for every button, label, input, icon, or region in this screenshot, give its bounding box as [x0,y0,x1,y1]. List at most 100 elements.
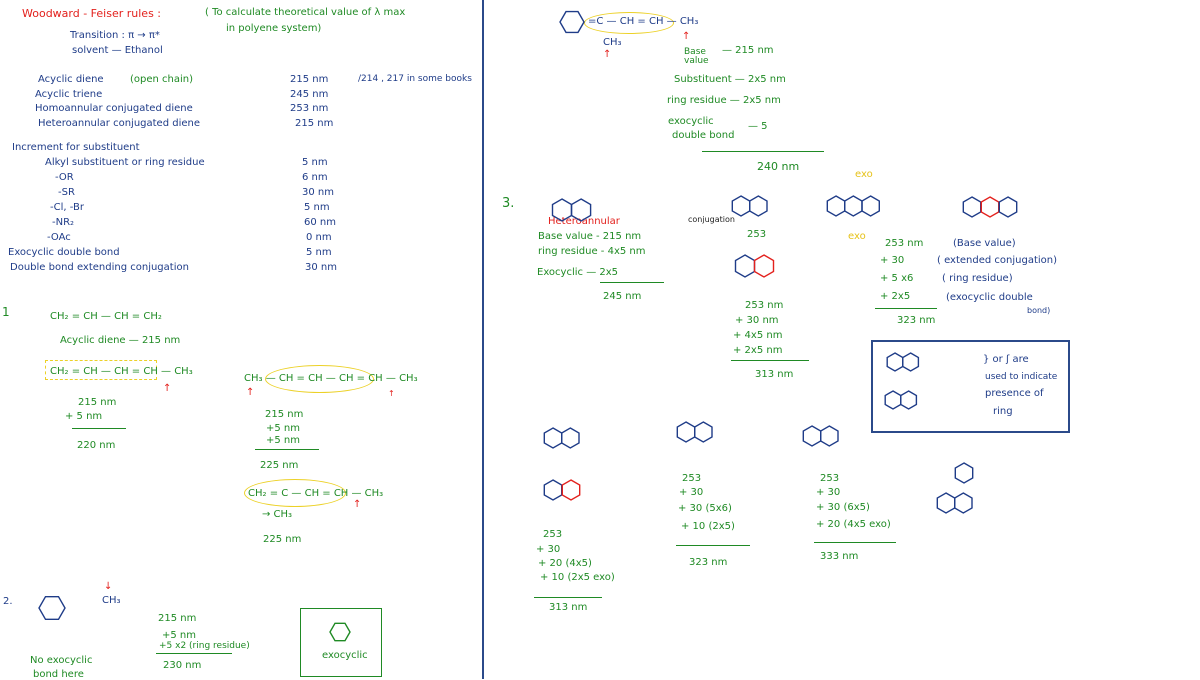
increment-label: -SR [58,187,75,198]
ring-shape [543,479,563,501]
calc-total: 240 nm [757,160,800,173]
calc-line: 215 nm [158,613,197,624]
calc-line: 215 nm [265,409,304,420]
ring-shape [734,254,756,278]
formula: =C — CH = CH — CH₃ [588,16,699,27]
highlight-ellipse [265,365,374,393]
formula: CH₃ [102,595,121,606]
increment-value: 5 nm [304,202,330,213]
example-number: 3. [502,196,515,211]
calc-line: + 20 (4x5 exo) [816,519,891,530]
calc-line: + 4x5 nm [733,330,783,341]
increment-value: 6 nm [302,172,328,183]
solvent-text: solvent — Ethanol [72,45,163,56]
increment-label: -NR₂ [52,217,75,228]
highlight-box [45,360,157,380]
formula-branch: CH₃ [603,37,622,48]
highlight-ellipse [244,479,346,507]
base-value: 253 nm [290,103,329,114]
ring-shape [954,492,973,514]
sum-line [875,308,937,309]
purpose-note-2: in polyene system) [226,23,322,34]
calc-total: 220 nm [77,440,116,451]
ring-shape [962,196,982,218]
ring-shape [543,427,563,449]
sum-line [534,597,602,598]
ring-shape [936,492,956,514]
exo-label: exo [855,169,873,180]
calc-line: 253 [820,473,840,484]
ring-shape [954,462,974,484]
ring-shape [561,427,580,449]
calc-value: — 5 [748,121,768,132]
base-note: /214 , 217 in some books [358,74,472,84]
legend-box [871,340,1070,433]
increment-label: Exocyclic double bond [8,247,120,258]
legend-text: used to indicate [985,372,1058,382]
calc-line: + 30 [880,255,905,266]
example-number: 1 [2,305,10,319]
calc-line: ring residue - 4x5 nm [538,246,646,257]
arrow-up-icon: ↑ [246,387,255,398]
calc-total: 333 nm [820,551,859,562]
base-label: Homoannular conjugated diene [35,103,193,114]
calc-total: 245 nm [603,291,642,302]
box-label: exocyclic [322,650,368,661]
increment-value: 5 nm [306,247,332,258]
calc-line: 253 [543,529,563,540]
increment-label: Double bond extending conjugation [10,262,189,273]
base-value: 215 nm [295,118,334,129]
calc-line: + 30 [816,487,841,498]
calc-line: + 20 (4x5) [538,558,592,569]
formula-branch: → CH₃ [262,509,293,520]
ring-shape [802,425,822,447]
ring-shape [980,196,1000,218]
exo-label: exo [848,231,866,242]
calc-line: + 10 (2x5 exo) [540,572,615,583]
increment-value: 5 nm [302,157,328,168]
ring-shape [844,195,863,217]
annotation: conjugation [688,215,735,224]
calc-line: Substituent — 2x5 nm [674,74,786,85]
base-value: 215 nm [290,74,329,85]
ring-shape [676,421,696,443]
calc-line: + 5 x6 [880,273,914,284]
calc-line: 215 nm [78,397,117,408]
arrow-up-icon: ↑ [163,383,172,394]
calc-line: 253 nm [885,238,924,249]
calc-line: ring residue — 2x5 nm [667,95,781,106]
ring-shape [998,196,1018,218]
sum-line [600,282,664,283]
calc-line: 253 nm [745,300,784,311]
example-number: 2. [3,596,13,607]
calc-total: 313 nm [549,602,588,613]
calc-line: + 30 [536,544,561,555]
calc-line: Base value - 215 nm [538,231,642,242]
formula: CH₂ = CH — CH = CH₂ [50,311,162,322]
arrow-up-icon: ↑ [353,499,362,510]
ring-shape [749,195,768,217]
formula: CH₃ — CH = CH — CH = CH — CH₃ [244,373,418,384]
calc-line: + 2x5 nm [733,345,783,356]
legend-text: ring [993,406,1013,417]
increment-value: 0 nm [306,232,332,243]
arrow-up-icon: ↑ [682,31,691,42]
ring-shape [753,254,775,278]
calc-note: (exocyclic double [946,292,1033,303]
calc-line: + 10 (2x5) [681,521,735,532]
sum-line [814,542,896,543]
arrow-down-icon: ↓ [104,581,113,592]
calc-line: +5 x2 (ring residue) [159,641,250,651]
calc-total: 313 nm [755,369,794,380]
sum-line [676,545,750,546]
ring-shape [38,596,66,620]
note: bond here [33,669,84,680]
legend-text: } or ʃ are [983,354,1029,365]
sum-line [255,449,319,450]
sum-line [702,151,824,152]
increment-label: Alkyl substituent or ring residue [45,157,205,168]
calc-line: + 30 nm [735,315,779,326]
sum-line [731,360,809,361]
arrow-up-icon: ↑ [388,389,395,398]
calc-line: + 2x5 [880,291,911,302]
